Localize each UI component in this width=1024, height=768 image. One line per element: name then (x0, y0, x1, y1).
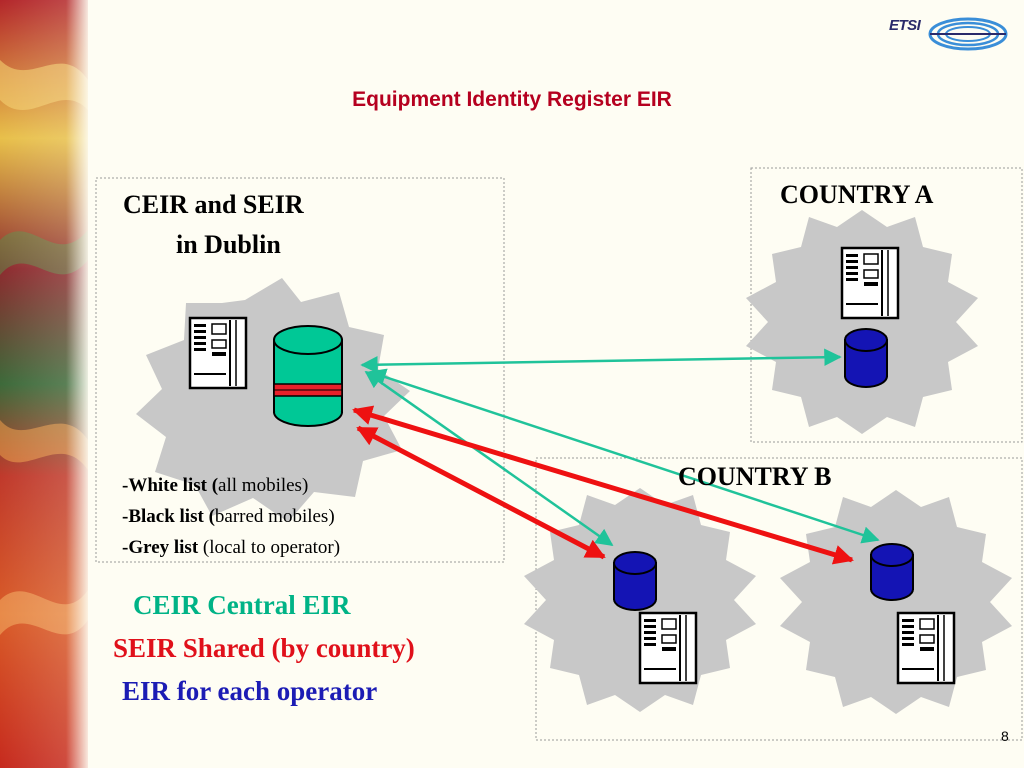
etsi-logo: ETSI (889, 17, 921, 34)
white-list-item: -White list (all mobiles) (122, 475, 309, 496)
seir-link-country-b-right (352, 405, 854, 565)
dublin-database-icon (273, 325, 343, 427)
country-b-right-server-icon (896, 611, 956, 685)
ceir-link-country-a (360, 348, 842, 374)
country-a-starburst (746, 210, 978, 434)
country-b-right-starburst (780, 490, 1012, 714)
country-b-left-server-icon (638, 611, 698, 685)
country-b-right-database-icon (870, 543, 914, 601)
slide-title: Equipment Identity Register EIR (352, 88, 672, 111)
legend-eir: EIR for each operator (122, 676, 378, 706)
country-a-panel (750, 167, 1023, 443)
page-number: 8 (1001, 728, 1009, 744)
country-b-left-database-icon (613, 551, 657, 611)
etsi-globe-icon (928, 17, 1008, 51)
country-a-database-icon (844, 328, 888, 388)
country-b-label: COUNTRY B (678, 462, 832, 491)
dublin-heading-line1: CEIR and SEIR (123, 190, 304, 219)
decorative-side-band (0, 0, 88, 768)
grey-list-item: -Grey list (local to operator) (122, 537, 341, 558)
dublin-server-icon (188, 316, 248, 390)
legend-ceir: CEIR Central EIR (133, 590, 351, 620)
legend-seir: SEIR Shared (by country) (113, 633, 415, 663)
country-a-server-icon (840, 246, 900, 320)
ceir-link-country-b-left (364, 370, 614, 547)
country-a-label: COUNTRY A (780, 180, 934, 209)
eir-list: -White list (all mobiles) -Black list (b… (122, 470, 340, 563)
dublin-heading-line2: in Dublin (176, 230, 281, 259)
black-list-item: -Black list (barred mobiles) (122, 506, 335, 527)
